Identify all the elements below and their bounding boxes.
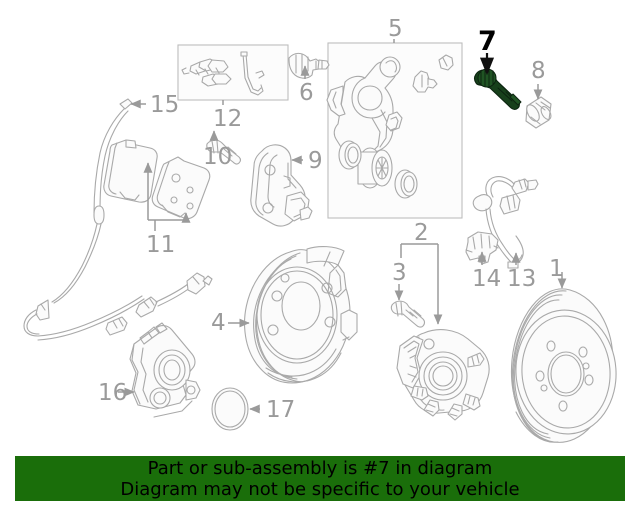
callout-label-5[interactable]: 5: [388, 16, 403, 42]
callout-label-3[interactable]: 3: [392, 260, 407, 286]
part-brake-caliper: [326, 56, 403, 161]
callout-label-2[interactable]: 2: [414, 220, 429, 246]
callout-label-13[interactable]: 13: [507, 266, 537, 292]
callout-label-1[interactable]: 1: [549, 256, 564, 282]
part-caliper-piston: [357, 147, 393, 189]
callout-label-16[interactable]: 16: [98, 380, 128, 406]
part-parking-brake-actuator: [129, 322, 201, 418]
part-brake-pad-inner: [103, 139, 158, 203]
callout-label-8[interactable]: 8: [531, 58, 546, 84]
callout-label-12[interactable]: 12: [213, 106, 243, 132]
part-hub-mounting-bolt-3: [390, 300, 426, 328]
part-notice-banner: Part or sub-assembly is #7 in diagram Di…: [15, 456, 625, 501]
callout-label-17[interactable]: 17: [266, 397, 296, 423]
part-bleeder-screw: [288, 52, 330, 79]
callout-label-9[interactable]: 9: [308, 148, 323, 174]
part-brake-rotor: [510, 288, 617, 443]
part-pad-hardware-kit: [181, 51, 265, 96]
part-hose-bracket-clip: [465, 231, 499, 265]
callout-label-6[interactable]: 6: [299, 80, 314, 106]
part-hub-bearing-assembly: [396, 329, 490, 421]
banner-line-2: Diagram may not be specific to your vehi…: [120, 478, 520, 500]
part-guide-pin-bolt-highlighted: [474, 68, 522, 110]
part-guide-pin-bushing: [525, 96, 552, 129]
part-bleeder-screw-in-box: [412, 54, 454, 93]
leader-lines: [118, 39, 567, 414]
callout-label-10[interactable]: 10: [203, 144, 233, 170]
part-abs-wheel-speed-sensor: [23, 98, 213, 341]
part-caliper-mounting-bracket: [250, 144, 313, 227]
callout-label-4[interactable]: 4: [211, 310, 226, 336]
part-brake-dust-shield: [243, 246, 358, 384]
part-hole-plug-cap: [211, 387, 249, 431]
callout-label-11[interactable]: 11: [146, 232, 176, 258]
part-brake-pad-outer: [151, 156, 211, 220]
callout-label-7[interactable]: 7: [478, 26, 497, 57]
banner-line-1: Part or sub-assembly is #7 in diagram: [147, 457, 493, 479]
callout-label-14[interactable]: 14: [472, 266, 502, 292]
part-caliper-seals: [338, 140, 418, 199]
part-bracket-bolt-10: [206, 139, 242, 165]
callout-label-15[interactable]: 15: [150, 92, 180, 118]
